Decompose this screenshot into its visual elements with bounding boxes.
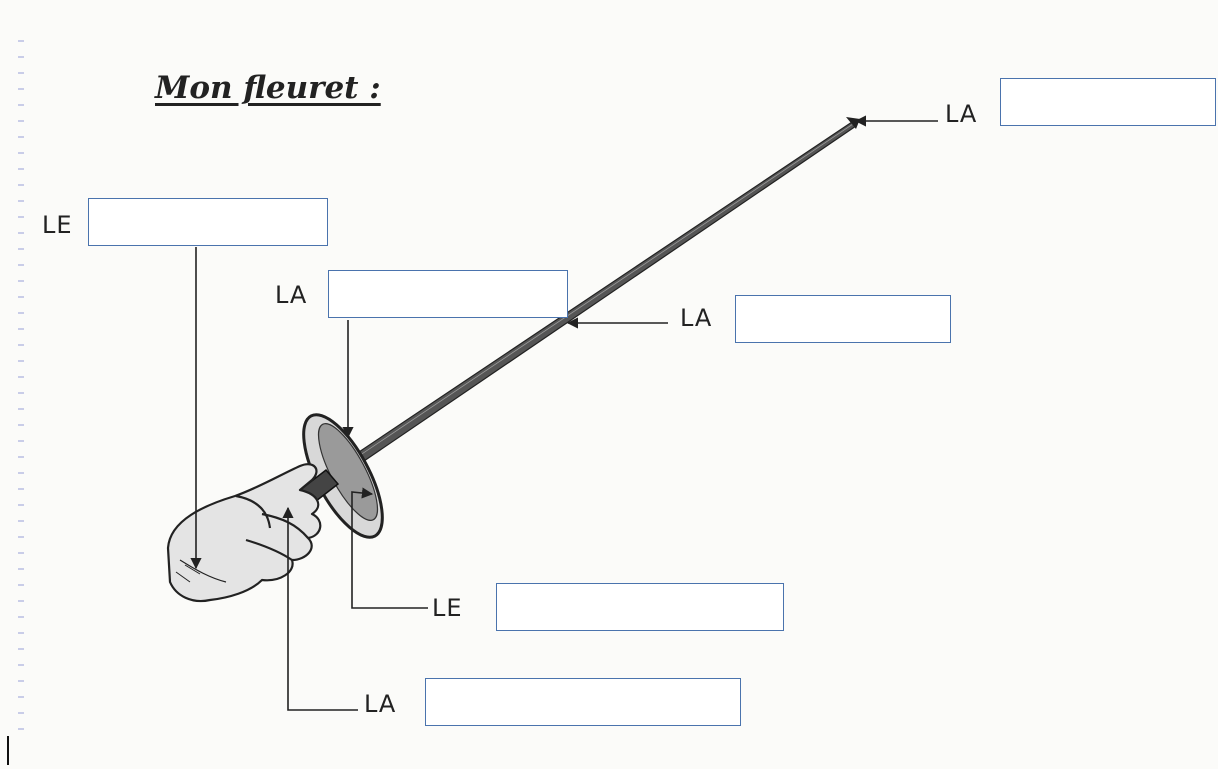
margin-tick <box>18 584 24 586</box>
hand-drawing <box>166 463 322 603</box>
margin-tick <box>18 88 24 90</box>
margin-tick <box>18 200 24 202</box>
margin-tick <box>18 728 24 730</box>
margin-tick <box>18 664 24 666</box>
margin-tick <box>18 104 24 106</box>
pad-answer-box[interactable] <box>496 583 784 631</box>
margin-tick <box>18 696 24 698</box>
margin-tick <box>18 168 24 170</box>
margin-tick <box>18 648 24 650</box>
margin-tick <box>18 152 24 154</box>
margin-tick <box>18 408 24 410</box>
margin-tick <box>18 488 24 490</box>
margin-tick <box>18 632 24 634</box>
text-cursor <box>7 736 9 765</box>
margin-tick <box>18 568 24 570</box>
margin-tick <box>18 264 24 266</box>
margin-tick <box>18 520 24 522</box>
margin-tick <box>18 456 24 458</box>
diagram-title: Mon fleuret : <box>155 70 381 106</box>
margin-tick <box>18 184 24 186</box>
margin-decoration <box>18 40 24 740</box>
leader-lines <box>190 115 938 711</box>
margin-tick <box>18 280 24 282</box>
margin-tick <box>18 136 24 138</box>
margin-tick <box>18 56 24 58</box>
blade-answer-box[interactable] <box>735 295 951 343</box>
margin-tick <box>18 232 24 234</box>
guard-article: LA <box>275 281 308 309</box>
margin-tick <box>18 712 24 714</box>
margin-tick <box>18 360 24 362</box>
margin-tick <box>18 328 24 330</box>
margin-tick <box>18 312 24 314</box>
margin-tick <box>18 424 24 426</box>
pommel-answer-box[interactable] <box>88 198 328 246</box>
margin-tick <box>18 40 24 42</box>
margin-tick <box>18 680 24 682</box>
guard-answer-box[interactable] <box>328 270 568 318</box>
tip-article: LA <box>945 100 978 128</box>
margin-tick <box>18 120 24 122</box>
margin-tick <box>18 504 24 506</box>
margin-tick <box>18 392 24 394</box>
margin-tick <box>18 552 24 554</box>
margin-tick <box>18 216 24 218</box>
margin-tick <box>18 600 24 602</box>
margin-tick <box>18 344 24 346</box>
blade-article: LA <box>680 304 713 332</box>
grip-answer-box[interactable] <box>425 678 741 726</box>
pommel-article: LE <box>42 211 73 239</box>
margin-tick <box>18 536 24 538</box>
margin-tick <box>18 248 24 250</box>
margin-tick <box>18 376 24 378</box>
grip-article: LA <box>364 690 397 718</box>
pad-article: LE <box>432 594 463 622</box>
margin-tick <box>18 72 24 74</box>
tip-answer-box[interactable] <box>1000 78 1216 126</box>
margin-tick <box>18 472 24 474</box>
margin-tick <box>18 440 24 442</box>
margin-tick <box>18 296 24 298</box>
margin-tick <box>18 616 24 618</box>
